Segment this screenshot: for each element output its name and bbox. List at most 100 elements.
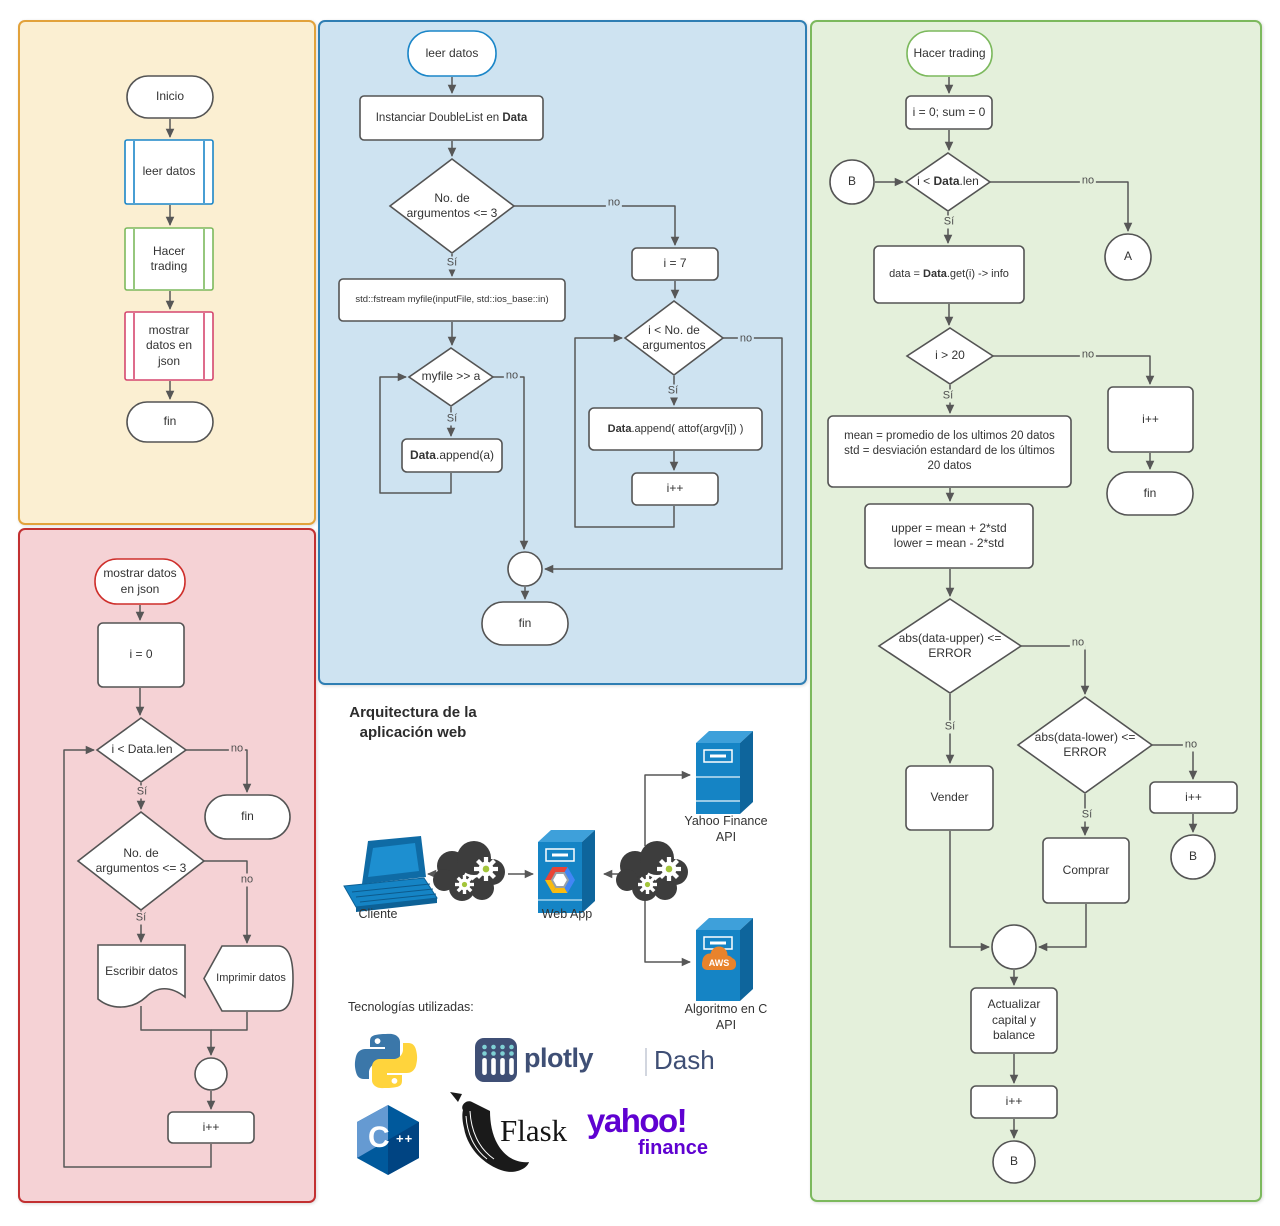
- flow-label-si: Sí: [1079, 808, 1095, 822]
- text-line: mean = promedio de los ultimos 20 datos: [844, 430, 1055, 443]
- flow-label-no: no: [238, 873, 256, 887]
- text-run: .len: [959, 174, 979, 189]
- connector-b1: [829, 159, 875, 205]
- node-label-mostrar-datos: mostrar datos en json: [145, 322, 193, 368]
- subroutine-mostrar-datos: [124, 311, 214, 381]
- node-label-append-a: Data.append(a): [402, 439, 502, 472]
- terminator-fin-green: [1106, 471, 1194, 516]
- laptop-icon: [343, 836, 438, 912]
- node-label-dec-iargs: i < No. de argumentos: [642, 322, 706, 352]
- plotly-logo-text: plotly: [524, 1043, 594, 1073]
- node-label-imprimir: Imprimir datos: [216, 972, 286, 985]
- node-label-vender: Vender: [930, 790, 969, 805]
- flow-label-si: Sí: [444, 256, 460, 270]
- node-label-instanciar: Instanciar DoubleList en Data: [362, 96, 541, 140]
- node-label-dec-myfile: myfile >> a: [421, 369, 481, 384]
- node-label-ipp-green2: i++: [1185, 789, 1202, 804]
- python-logo: [354, 1033, 418, 1089]
- cpp-logo-plusplus: ++: [396, 1131, 414, 1146]
- decision-num-args: [388, 157, 516, 255]
- node-label-append-attof: Data.append( attof(argv[i]) ): [590, 408, 761, 450]
- decision-abs-lower: [1016, 696, 1154, 794]
- node-label-dec-upper: abs(data-upper) <= ERROR: [898, 630, 1002, 660]
- connector-join-blue: [507, 551, 543, 587]
- cloud-gears-icon: [433, 841, 505, 901]
- node-label-ipp-green3: i++: [1005, 1094, 1023, 1109]
- text-run: .append(a): [435, 447, 495, 462]
- process-ipp-blue: [631, 472, 719, 506]
- text-run: Instanciar DoubleList en: [375, 111, 503, 124]
- flow-label-no: no: [1182, 738, 1200, 752]
- node-label-mean-std: mean = promedio de los ultimos 20 datos …: [830, 420, 1069, 483]
- terminator-inicio: [126, 75, 214, 119]
- process-ipp-red: [167, 1111, 255, 1144]
- node-label-hacer-trading: Hacer trading: [150, 243, 188, 273]
- node-label-comprar: Comprar: [1062, 862, 1110, 877]
- flow-edge: [211, 1012, 248, 1031]
- flow-edge: [514, 205, 680, 246]
- decision-myfile: [407, 347, 495, 407]
- flow-label-si: Sí: [941, 215, 957, 229]
- flow-label-no: no: [1069, 636, 1087, 650]
- process-append-attof: [588, 407, 763, 451]
- terminator-fin-blue: [481, 601, 569, 646]
- process-comprar: [1042, 837, 1130, 904]
- cpp-logo: [357, 1105, 419, 1175]
- yahoo-logo-text: yahoo!: [587, 1102, 688, 1139]
- document-escribir: [97, 944, 186, 1008]
- node-label-dec-i20: i > 20: [935, 348, 965, 363]
- cloud-gears-icon: [616, 841, 688, 901]
- yahoo-api-label: Yahoo Finance API: [684, 814, 768, 845]
- flow-edge: [949, 831, 990, 952]
- node-label-ipp-red: i++: [202, 1119, 220, 1134]
- node-label-dec-args: No. de argumentos <= 3: [406, 190, 498, 220]
- dash-logo-text: Dash: [654, 1045, 715, 1075]
- terminator-fin-red: [204, 794, 291, 840]
- terminator-mostrar-datos: [94, 558, 186, 605]
- process-i7: [631, 247, 719, 281]
- process-ipp-green2: [1149, 781, 1238, 814]
- flow-label-si: Sí: [940, 389, 956, 403]
- flow-edge: [379, 372, 452, 494]
- node-label-dec-args-red: No. de argumentos <= 3: [95, 845, 187, 875]
- text-run-bold: Data: [933, 174, 960, 189]
- connector-label-a: A: [1123, 249, 1132, 264]
- node-label-actualizar: Actualizar capital y balance: [987, 997, 1041, 1043]
- connector-label-b2: B: [1188, 849, 1197, 864]
- node-label-escribir: Escribir datos: [105, 964, 178, 979]
- node-label-data-get: data = Data.get(i) -> info: [876, 246, 1022, 303]
- text-line: lower = mean - 2*std: [893, 536, 1005, 550]
- region-hacer-trading: [810, 20, 1262, 1202]
- tecnologias-label: Tecnologías utilizadas:: [348, 1000, 474, 1014]
- connector-label-b1: B: [847, 174, 856, 189]
- cliente-label: Cliente: [358, 907, 398, 921]
- node-label-inicio: Inicio: [155, 89, 184, 104]
- node-label-ipp-green1: i++: [1142, 411, 1159, 426]
- aws-cloud-badge: [702, 946, 736, 970]
- subroutine-leer-datos: [124, 139, 214, 205]
- flow-label-no: no: [1079, 174, 1097, 188]
- flow-label-no: no: [737, 332, 755, 346]
- node-label-init-sum: i = 0; sum = 0: [912, 104, 986, 119]
- connector-merge-red: [194, 1057, 228, 1091]
- process-upper-lower: [864, 503, 1034, 569]
- tech-logos: [354, 1033, 647, 1175]
- node-label-hacer-start: Hacer trading: [913, 45, 986, 60]
- node-label-upper-lower: upper = mean + 2*std lower = mean - 2*st…: [867, 504, 1031, 568]
- flow-edge: [993, 355, 1155, 385]
- node-label-fin-main: fin: [163, 414, 177, 429]
- decision-i-datalen: [904, 152, 992, 212]
- node-label-fin-green: fin: [1143, 485, 1157, 500]
- cpp-logo-c: C: [368, 1121, 390, 1154]
- plotly-logo-icon: [475, 1038, 517, 1082]
- node-label-fin-blue: fin: [518, 615, 532, 630]
- flow-edge: [544, 337, 783, 574]
- text-line: 20 datos: [927, 459, 972, 472]
- process-actualizar: [970, 987, 1058, 1054]
- process-mean-std: [827, 415, 1072, 488]
- terminator-hacer-trading: [906, 30, 993, 77]
- flow-label-si: Sí: [133, 911, 149, 925]
- node-label-i0: i = 0: [129, 647, 153, 662]
